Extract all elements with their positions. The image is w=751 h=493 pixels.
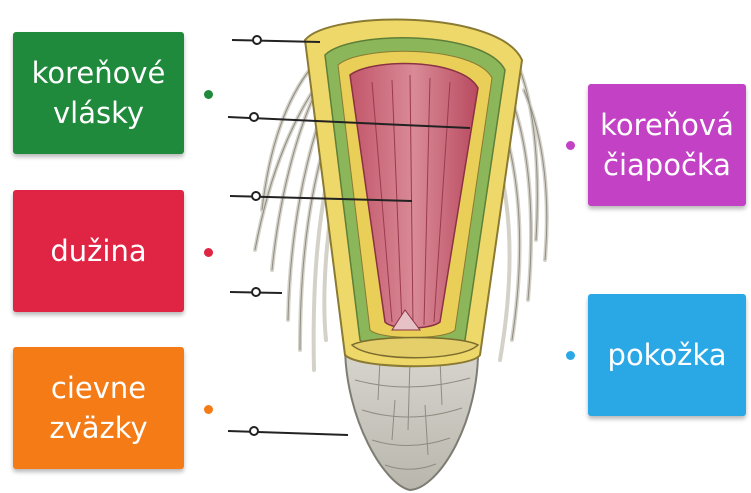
label-pulp-text: dužina <box>50 231 146 271</box>
connector-dot-root-cap <box>566 141 575 150</box>
label-tile-epidermis[interactable]: pokožka <box>588 294 746 416</box>
label-root-cap-text: koreňová čiapočka <box>600 105 734 185</box>
connector-dot-epidermis <box>566 351 575 360</box>
label-root-hairs-text: koreňové vlásky <box>32 53 166 133</box>
label-tile-root-hairs[interactable]: koreňové vlásky <box>13 32 184 154</box>
connector-dot-pulp <box>204 248 213 257</box>
label-epidermis-text: pokožka <box>608 335 727 375</box>
connector-dot-root-hairs <box>204 90 213 99</box>
label-tile-pulp[interactable]: dužina <box>13 190 184 312</box>
label-tile-root-cap[interactable]: koreňová čiapočka <box>588 84 746 206</box>
connector-dot-vascular-bundles <box>204 405 213 414</box>
label-tile-vascular-bundles[interactable]: cievne zväzky <box>13 347 184 469</box>
label-vascular-bundles-text: cievne zväzky <box>49 368 147 448</box>
